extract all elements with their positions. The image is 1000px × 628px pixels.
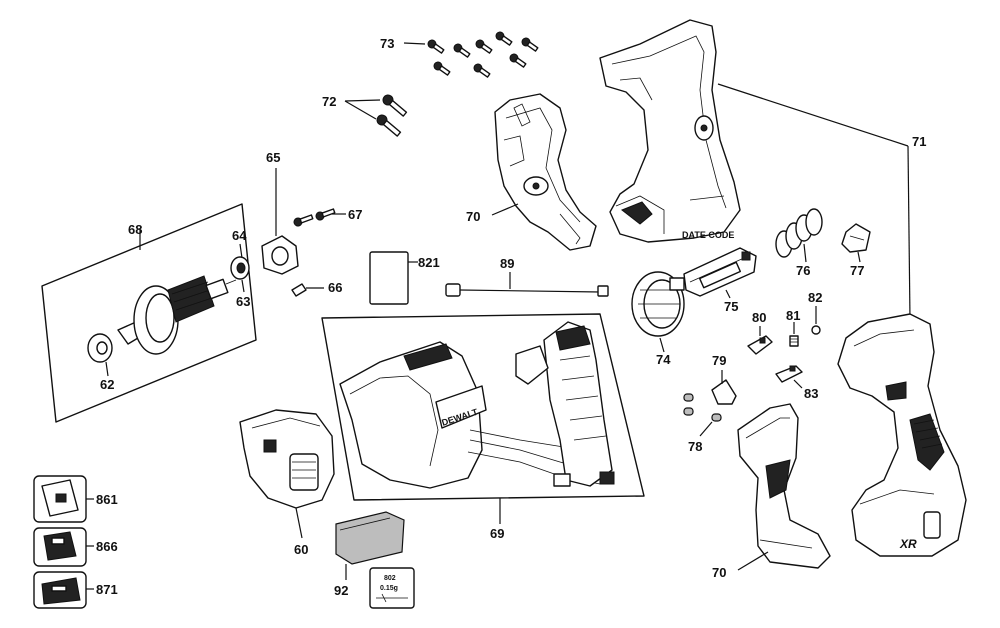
bearing-62	[87, 333, 113, 363]
grease-packet-802	[369, 567, 415, 609]
callout-871: 871	[96, 582, 118, 597]
callout-70-upper: 70	[466, 209, 480, 224]
nose-collar-74	[631, 271, 685, 337]
screw-set-73	[427, 31, 539, 78]
callout-78: 78	[688, 439, 702, 454]
xr-logo: XR	[899, 537, 917, 551]
spring-81	[789, 335, 799, 347]
callout-69: 69	[490, 526, 504, 541]
callout-83: 83	[804, 386, 818, 401]
callout-67: 67	[348, 207, 362, 222]
baffle-65	[261, 235, 299, 275]
magnets-78	[683, 393, 722, 422]
callout-821: 821	[418, 255, 440, 270]
callout-80: 80	[752, 310, 766, 325]
callout-62: 62	[100, 377, 114, 392]
clip-80	[747, 335, 773, 355]
callout-89: 89	[500, 256, 514, 271]
clip-66	[291, 283, 307, 297]
callout-74: 74	[656, 352, 671, 367]
callout-81: 81	[786, 308, 800, 323]
accessory-box-861	[33, 475, 87, 523]
callout-65: 65	[266, 150, 280, 165]
callout-866: 866	[96, 539, 118, 554]
callout-75: 75	[724, 299, 738, 314]
spring-plate-79	[711, 379, 737, 405]
housing-half-70-lower	[737, 403, 831, 569]
screws-67	[293, 208, 336, 227]
housing-half-71-upper	[599, 19, 741, 243]
callout-82: 82	[808, 290, 822, 305]
callout-60: 60	[294, 542, 308, 557]
screw-set-72	[376, 94, 408, 137]
field-cup-60	[239, 409, 335, 509]
callout-63: 63	[236, 294, 250, 309]
callout-77: 77	[850, 263, 864, 278]
callout-73: 73	[380, 36, 394, 51]
callout-79: 79	[712, 353, 726, 368]
callout-64: 64	[232, 228, 247, 243]
callout-68: 68	[128, 222, 142, 237]
cable-89	[445, 283, 609, 297]
battery-box-866	[33, 527, 87, 567]
callout-92: 92	[334, 583, 348, 598]
charger-box-871	[33, 571, 87, 609]
grease-weight: 0.15g	[380, 585, 398, 592]
ball-82	[811, 325, 821, 335]
callout-66: 66	[328, 280, 342, 295]
grease-part-number: 802	[384, 575, 396, 582]
date-code-label: DATE CODE	[682, 230, 734, 240]
bearing-63	[230, 256, 250, 280]
callout-72: 72	[322, 94, 336, 109]
housing-half-71-lower	[837, 313, 967, 557]
switch-assembly-69	[515, 321, 615, 487]
spring-76	[775, 208, 823, 258]
decal-821	[369, 251, 409, 305]
callout-71: 71	[912, 134, 926, 149]
housing-half-70-upper	[494, 93, 597, 251]
callout-70-lower: 70	[712, 565, 726, 580]
clip-83	[775, 365, 803, 383]
switch-lock-77	[841, 223, 871, 253]
field-assembly-69: DEWALT	[339, 341, 601, 489]
slider-rail-75	[683, 247, 757, 297]
armature-68	[117, 275, 237, 355]
callout-861: 861	[96, 492, 118, 507]
insulator-92	[335, 511, 405, 565]
callout-76: 76	[796, 263, 810, 278]
